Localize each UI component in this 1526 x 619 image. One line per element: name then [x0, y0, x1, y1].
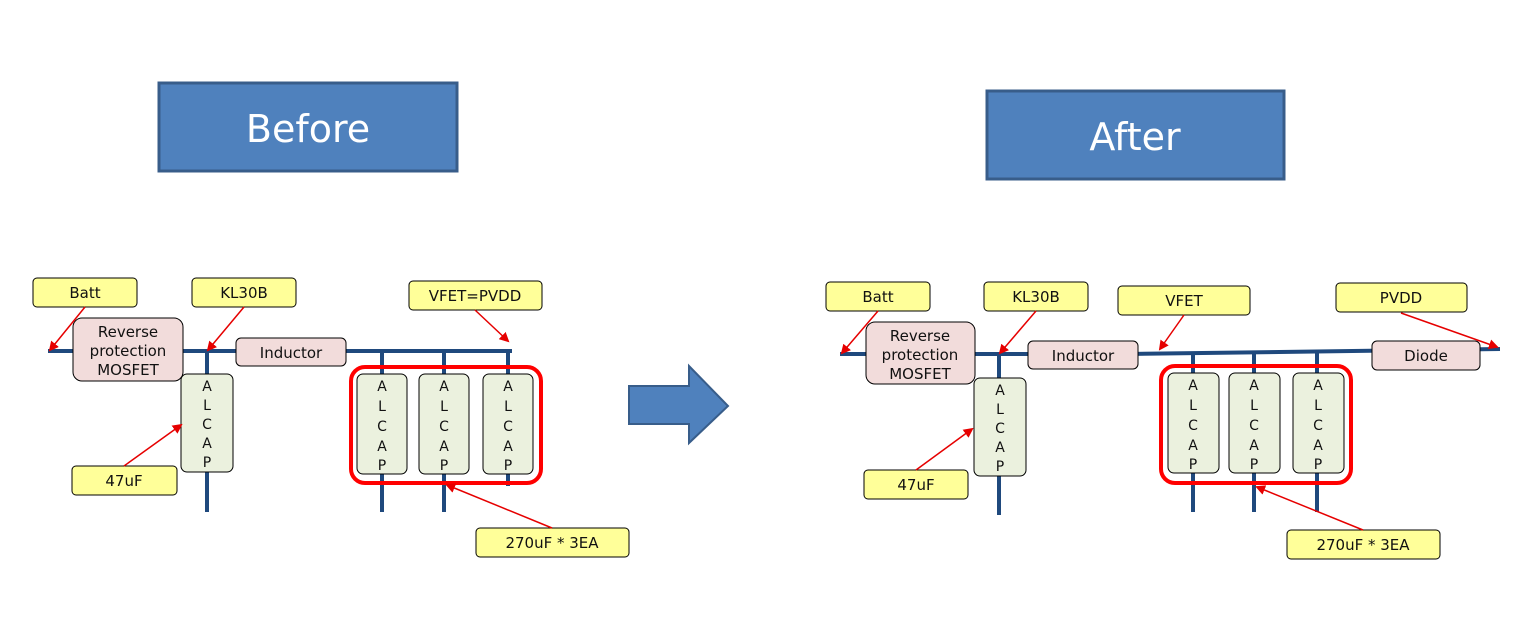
before-label-47uf: 47uF [71, 465, 178, 496]
cap-letter: P [203, 455, 211, 471]
after-mosfet-box: Reverse protection MOSFET [865, 321, 976, 385]
before-inductor-label: Inductor [260, 344, 323, 362]
label-text: 47uF [105, 472, 142, 490]
label-text: KL30B [220, 284, 268, 302]
after-cap-bank-highlight [1159, 364, 1353, 485]
cap-letter: A [995, 440, 1005, 456]
after-mosfet-line1: Reverse [890, 327, 950, 345]
cap-letter: P [1189, 457, 1197, 473]
after-label-47uf: 47uF [863, 469, 969, 500]
after-cap-2: A L C A P [1228, 372, 1281, 474]
label-text: KL30B [1012, 288, 1060, 306]
cap-letter: A [202, 436, 212, 452]
after-label-pvdd: PVDD [1335, 282, 1468, 313]
before-pointer-arrows [48, 306, 553, 529]
cap-letter: A [202, 379, 212, 395]
cap-letter: L [1314, 398, 1322, 414]
label-text: Batt [862, 288, 893, 306]
cap-letter: A [1188, 438, 1198, 454]
before-mosfet-box: Reverse protection MOSFET [72, 317, 184, 382]
cap-letter: L [1250, 398, 1258, 414]
label-text: 47uF [897, 476, 934, 494]
after-mosfet-line3: MOSFET [889, 365, 951, 383]
cap-letter: C [377, 419, 387, 435]
cap-letter: L [1189, 398, 1197, 414]
cap-letter: A [1249, 438, 1259, 454]
cap-letter: P [378, 458, 386, 474]
after-inductor-label: Inductor [1052, 347, 1115, 365]
before-cap-1: A L C A P [356, 373, 408, 475]
before-label-vfet: VFET=PVDD [408, 280, 543, 311]
cap-letter: L [440, 399, 448, 415]
cap-letter: A [503, 439, 513, 455]
cap-letter: P [504, 458, 512, 474]
cap-letter: P [1314, 457, 1322, 473]
before-title: Before [246, 107, 370, 151]
before-cap-small: A L C A P [180, 373, 234, 473]
before-title-box: Before [157, 81, 459, 173]
before-label-270uf: 270uF * 3EA [475, 527, 630, 558]
after-pointer-arrows [840, 310, 1499, 531]
cap-letter: L [378, 399, 386, 415]
cap-letter: C [439, 419, 449, 435]
cap-letter: A [1188, 378, 1198, 394]
cap-letter: C [202, 417, 212, 433]
cap-letter: P [440, 458, 448, 474]
before-mosfet-line1: Reverse [98, 323, 158, 341]
label-text: 270uF * 3EA [505, 534, 599, 552]
after-mosfet-line2: protection [882, 346, 959, 364]
after-label-kl30b: KL30B [983, 281, 1089, 312]
before-label-kl30b: KL30B [191, 277, 297, 308]
transition-arrow-icon [628, 363, 730, 446]
label-text: VFET [1165, 292, 1203, 310]
after-cap-small: A L C A P [973, 377, 1027, 477]
cap-letter: L [996, 402, 1004, 418]
after-label-vfet: VFET [1117, 285, 1251, 316]
after-cap-3: A L C A P [1292, 372, 1345, 474]
after-diode-box: Diode [1371, 340, 1481, 371]
cap-letter: A [995, 383, 1005, 399]
cap-letter: C [503, 419, 513, 435]
before-label-batt: Batt [32, 277, 138, 308]
cap-letter: L [504, 399, 512, 415]
cap-letter: A [377, 379, 387, 395]
before-mosfet-line3: MOSFET [97, 361, 159, 379]
cap-letter: C [1313, 418, 1323, 434]
after-cap-1: A L C A P [1167, 372, 1220, 474]
cap-letter: A [1249, 378, 1259, 394]
after-inductor-box: Inductor [1027, 340, 1139, 370]
after-label-batt: Batt [825, 281, 931, 312]
before-cap-bank-highlight [349, 365, 543, 485]
label-text: PVDD [1380, 289, 1422, 307]
before-cap-3: A L C A P [482, 373, 534, 475]
after-panel: After Reverse protection MOSFET Inductor… [825, 89, 1501, 560]
after-diode-label: Diode [1404, 347, 1448, 365]
cap-letter: C [995, 421, 1005, 437]
before-cap-2: A L C A P [418, 373, 470, 475]
before-inductor-box: Inductor [235, 337, 347, 367]
cap-letter: L [203, 398, 211, 414]
label-text: 270uF * 3EA [1316, 536, 1410, 554]
label-text: Batt [69, 284, 100, 302]
cap-letter: P [1250, 457, 1258, 473]
label-text: VFET=PVDD [429, 287, 522, 305]
after-label-270uf: 270uF * 3EA [1286, 529, 1441, 560]
cap-letter: A [439, 379, 449, 395]
before-panel: Before Reverse protection MOSFET Inducto… [32, 81, 630, 558]
cap-letter: C [1188, 418, 1198, 434]
before-mosfet-line2: protection [90, 342, 167, 360]
cap-letter: C [1249, 418, 1259, 434]
cap-letter: A [503, 379, 513, 395]
cap-letter: A [1313, 438, 1323, 454]
cap-letter: A [1313, 378, 1323, 394]
after-title: After [1089, 115, 1181, 159]
cap-letter: P [996, 459, 1004, 475]
cap-letter: A [377, 439, 387, 455]
after-title-box: After [985, 89, 1286, 181]
cap-letter: A [439, 439, 449, 455]
